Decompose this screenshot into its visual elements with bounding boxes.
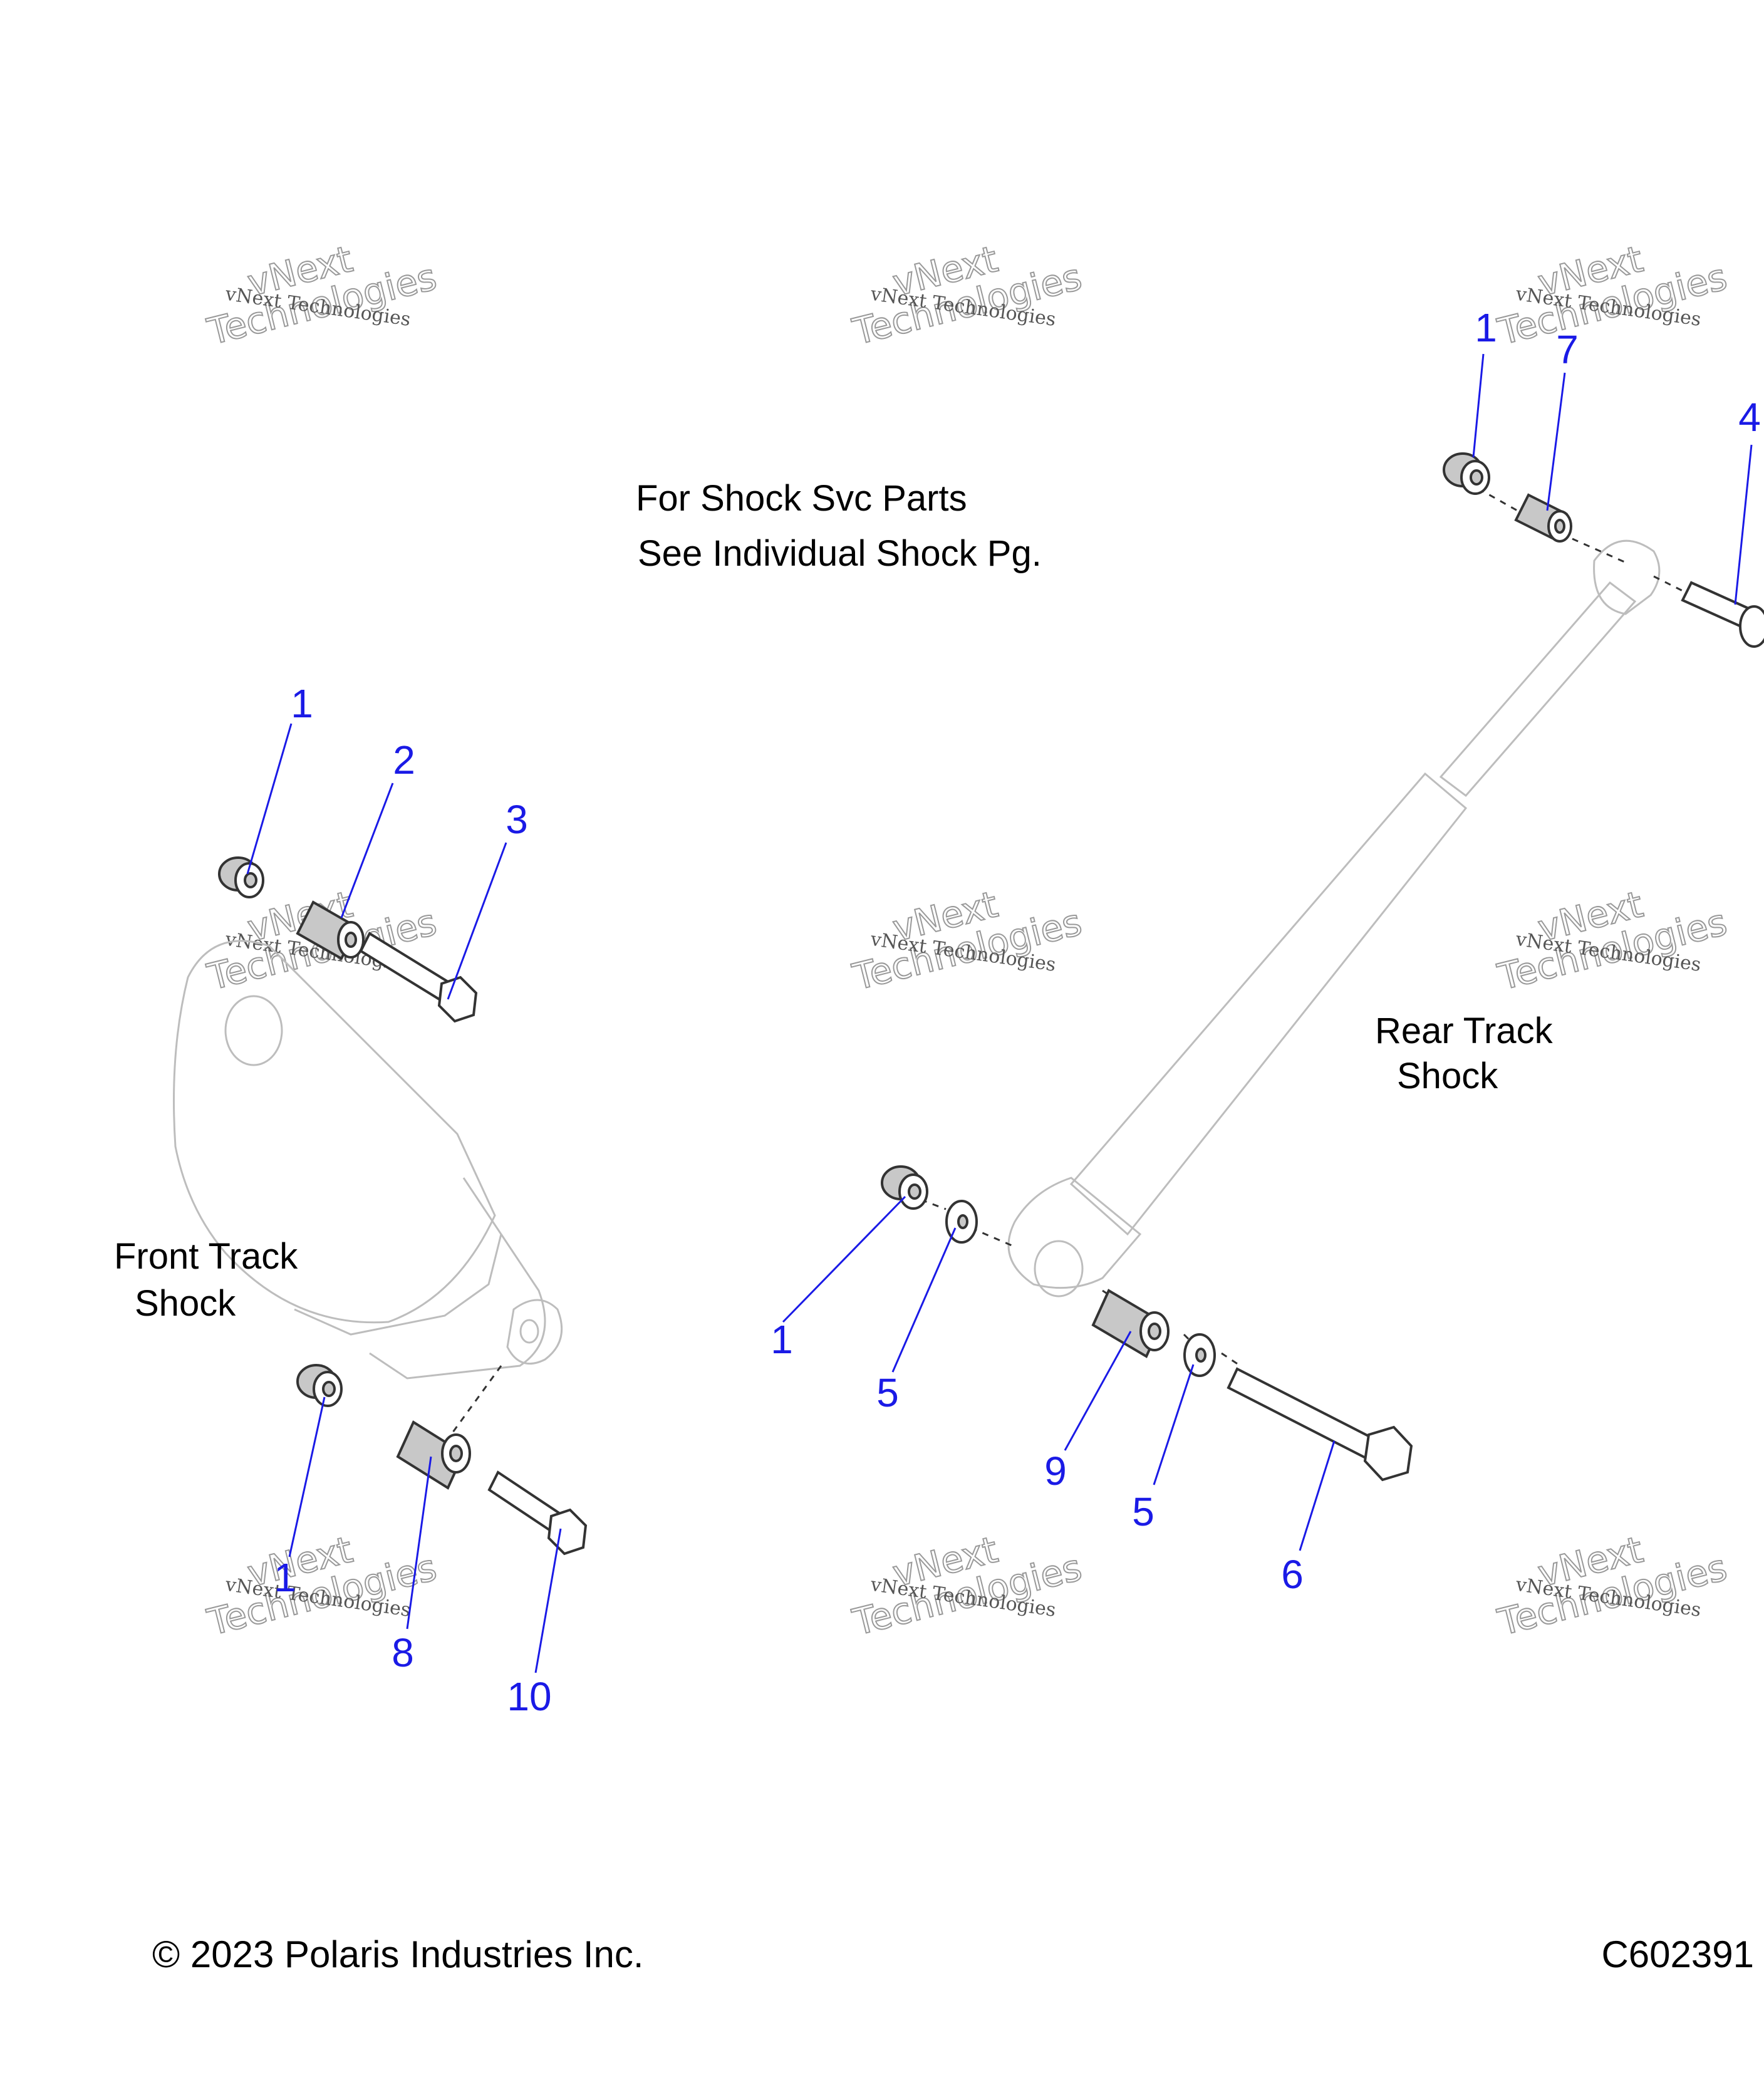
rear-upper-axis bbox=[1478, 487, 1704, 603]
callout-number: 2 bbox=[393, 737, 415, 783]
leader-line bbox=[406, 1456, 432, 1630]
watermark: Technologies vNext vNext Technologies bbox=[202, 1527, 441, 1645]
callout-number: 1 bbox=[1475, 305, 1497, 350]
flange-nut bbox=[881, 1165, 928, 1210]
spacer bbox=[1091, 1289, 1170, 1358]
flange-nut bbox=[1443, 452, 1490, 495]
rear-track-shock bbox=[1007, 539, 1661, 1297]
rear-shock-shaft bbox=[1439, 581, 1637, 798]
rear-shock-lower-eye bbox=[1007, 1177, 1142, 1289]
callout-number: 1 bbox=[291, 681, 313, 726]
front-lower-hardware bbox=[296, 1364, 588, 1556]
bolt bbox=[359, 932, 478, 1023]
watermark: Technologies vNext vNext Technologies bbox=[848, 237, 1086, 354]
leader-line bbox=[891, 1227, 957, 1373]
watermark: Technologies vNext vNext Technologies bbox=[1493, 882, 1731, 999]
front-shock-lower-eye bbox=[506, 1299, 563, 1365]
rear-shock-body bbox=[1069, 772, 1468, 1236]
leader-line bbox=[1153, 1364, 1195, 1485]
rear-lower-axis bbox=[920, 1198, 1241, 1367]
leader-line bbox=[1299, 1440, 1336, 1551]
leader-line bbox=[1472, 353, 1485, 458]
leader-line bbox=[340, 783, 394, 918]
leader-lines bbox=[246, 353, 1753, 1673]
front-shock-label-line2: Shock bbox=[135, 1283, 236, 1324]
callout-number: 1 bbox=[274, 1555, 296, 1600]
leader-line bbox=[1546, 372, 1566, 511]
leader-line bbox=[782, 1195, 906, 1323]
footer: © 2023 Polaris Industries Inc. C602391 bbox=[152, 1933, 1754, 1975]
front-shock-upper-eye bbox=[224, 995, 283, 1066]
spacer bbox=[296, 900, 365, 960]
rear-shock-label-line2: Shock bbox=[1397, 1056, 1498, 1096]
bolt bbox=[1227, 1367, 1413, 1482]
washer bbox=[1183, 1333, 1216, 1377]
watermark: Technologies vNext vNext Technologies bbox=[848, 882, 1086, 999]
rear-shock-upper-eye bbox=[1593, 539, 1661, 615]
callout-number: 7 bbox=[1556, 327, 1579, 372]
flange-nut bbox=[296, 1364, 343, 1407]
svc-note-line2: See Individual Shock Pg. bbox=[638, 533, 1042, 574]
leader-line bbox=[1064, 1331, 1132, 1451]
callout-number: 9 bbox=[1044, 1448, 1067, 1494]
callout-number: 4 bbox=[1738, 395, 1761, 440]
leader-line bbox=[447, 842, 507, 1000]
watermark: Technologies vNext vNext Technologies bbox=[1493, 1527, 1731, 1645]
bolt bbox=[1681, 581, 1764, 648]
copyright-text: © 2023 Polaris Industries Inc. bbox=[152, 1933, 644, 1975]
svc-note-line1: For Shock Svc Parts bbox=[636, 478, 967, 519]
bolt bbox=[487, 1470, 588, 1556]
callout-numbers: 1 7 4 1 2 3 1 5 9 5 6 1 8 10 bbox=[274, 305, 1761, 1719]
spacer bbox=[396, 1420, 471, 1490]
rear-lower-hardware bbox=[881, 1165, 1413, 1482]
front-upper-hardware bbox=[218, 856, 478, 1023]
callout-number: 3 bbox=[506, 797, 528, 842]
callout-number: 6 bbox=[1281, 1552, 1304, 1597]
callout-number: 8 bbox=[392, 1630, 414, 1675]
watermark: Technologies vNext vNext Technologies bbox=[848, 1527, 1086, 1645]
leader-line bbox=[246, 723, 293, 875]
rear-shock-label-line1: Rear Track bbox=[1375, 1011, 1554, 1051]
leader-line bbox=[1734, 444, 1753, 605]
callout-number: 5 bbox=[1132, 1489, 1154, 1534]
rear-upper-hardware bbox=[1443, 452, 1764, 648]
callout-number: 5 bbox=[876, 1370, 899, 1415]
callout-number: 10 bbox=[507, 1674, 551, 1719]
notes: For Shock Svc Parts See Individual Shock… bbox=[114, 478, 1554, 1324]
leader-line bbox=[534, 1528, 562, 1673]
watermark: Technologies vNext vNext Technologies bbox=[202, 237, 441, 354]
rear-shock-eye-hole bbox=[1034, 1240, 1084, 1297]
spacer bbox=[1514, 493, 1572, 543]
front-shock-eye-hole bbox=[519, 1319, 539, 1344]
flange-nut bbox=[218, 856, 264, 898]
leader-line bbox=[288, 1396, 326, 1557]
diagram-code: C602391 bbox=[1601, 1933, 1754, 1975]
front-shock-body bbox=[173, 940, 496, 1324]
front-shock-label-line1: Front Track bbox=[114, 1236, 298, 1277]
front-shock-reservoir bbox=[294, 1177, 546, 1380]
watermark: Technologies vNext vNext Technologies bbox=[1493, 237, 1731, 354]
callout-number: 1 bbox=[770, 1317, 793, 1362]
front-track-shock bbox=[173, 940, 563, 1380]
front-lower-axis bbox=[450, 1365, 502, 1435]
